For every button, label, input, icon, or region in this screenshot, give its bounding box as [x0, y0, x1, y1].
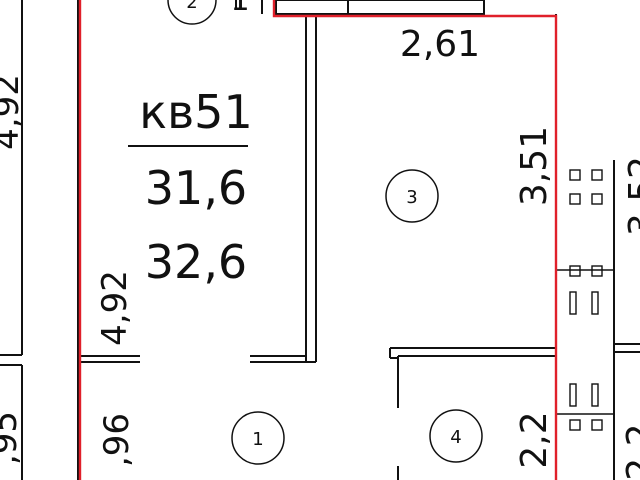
dimension-room4-height: 2,2	[514, 411, 555, 468]
dimension-right-edge-bottom: 2,2	[620, 423, 640, 480]
area-total: 32,6	[145, 235, 247, 289]
room-1-marker	[231, 411, 285, 465]
apartment-boundary	[78, 0, 558, 480]
room-4-number: 4	[450, 427, 461, 448]
dimension-room3-height: 3,51	[514, 126, 555, 206]
dimension-top-width: 2,61	[400, 24, 480, 65]
apartment-label: кв51	[139, 85, 252, 139]
dimension-left-inner-height: 4,92	[95, 270, 135, 346]
dimension-left-outer-height: 4,92	[0, 74, 27, 150]
window-markers	[556, 169, 614, 431]
room-3-marker	[385, 169, 439, 223]
area-living: 31,6	[145, 161, 247, 215]
room-3-number: 3	[406, 187, 417, 208]
room-markers	[167, 0, 483, 465]
room-2-number: 2	[186, 0, 197, 13]
dimension-top-small: 1	[230, 0, 249, 18]
dimension-bottom-left-inner: ,96	[97, 413, 137, 467]
room-2-marker	[167, 0, 217, 25]
dimension-bottom-left-outer: ,95	[0, 411, 25, 465]
room-1-number: 1	[252, 429, 263, 450]
room-4-marker	[429, 409, 483, 463]
dimension-right-edge-top: 3,52	[622, 156, 640, 236]
